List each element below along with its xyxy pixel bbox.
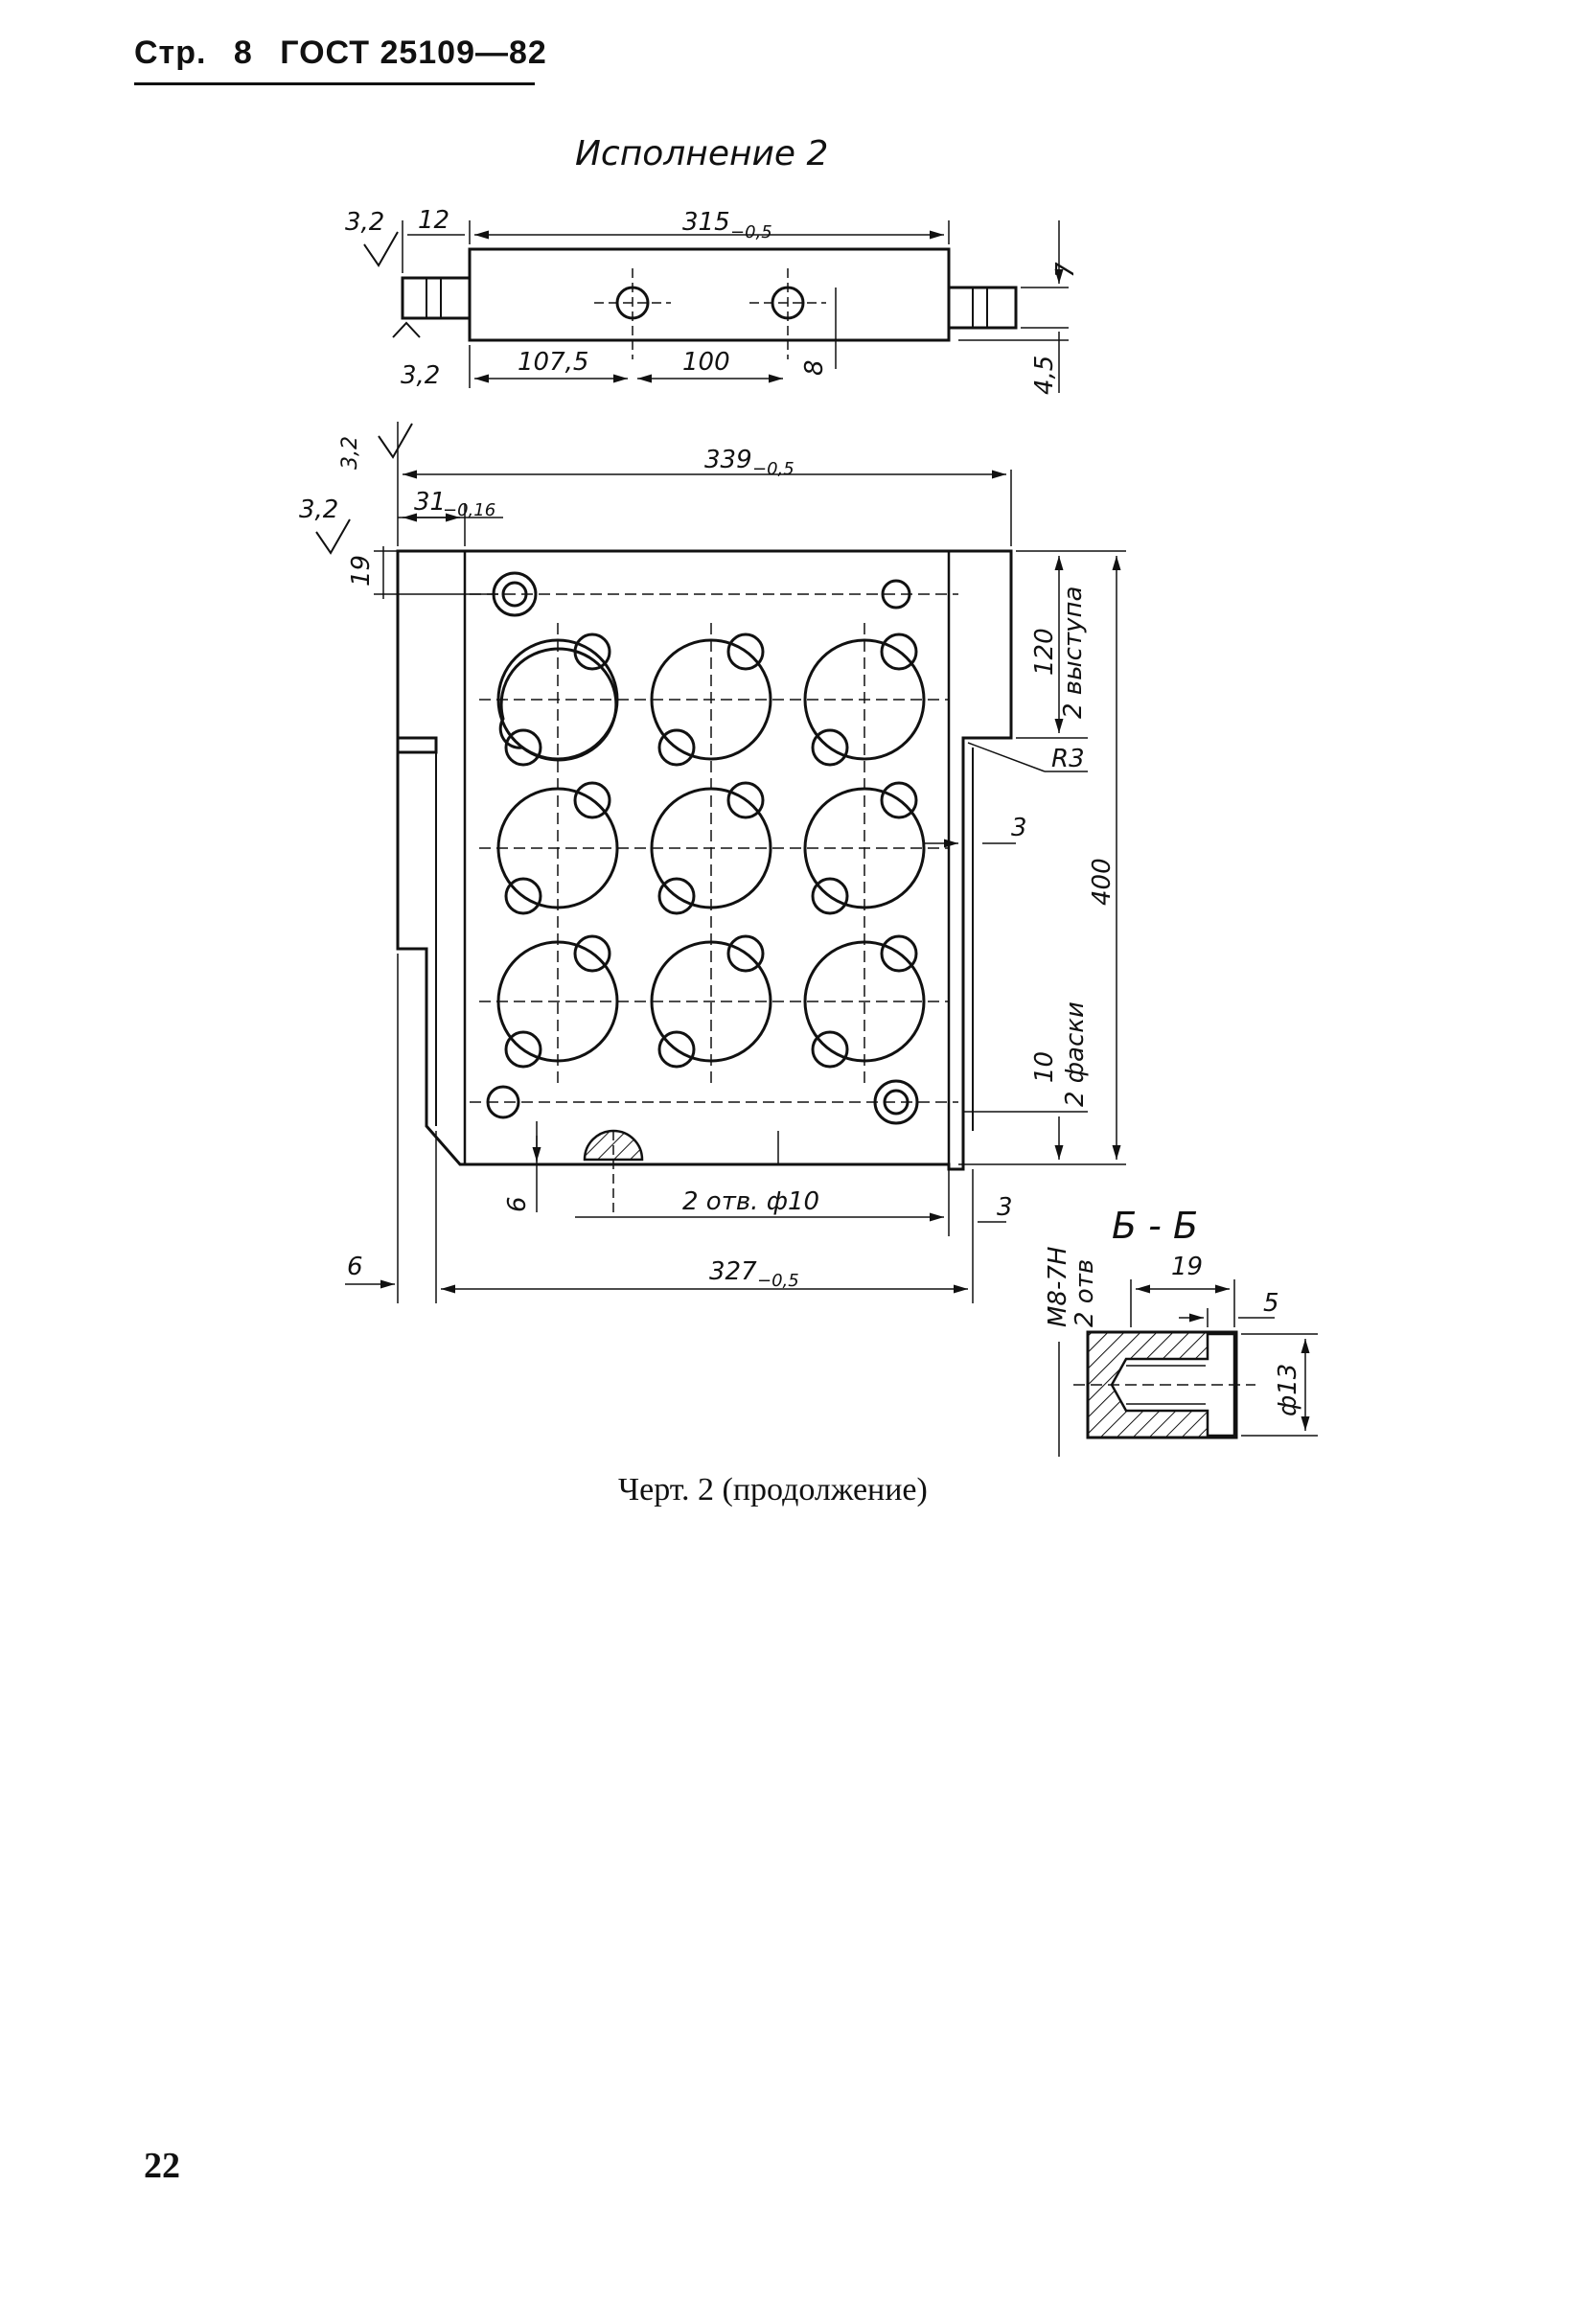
plan-dim-protrusion: 120 [1030, 628, 1059, 676]
side-dim-step: 4,5 [1030, 356, 1059, 395]
plan-dim-right-gap: 3 [997, 1193, 1013, 1222]
section-thread: M8-7H [1044, 1247, 1072, 1327]
page-number: 22 [144, 2146, 180, 2186]
side-view [363, 220, 1069, 393]
cavity-grid [496, 633, 926, 1069]
plan-view-labels: 3,2 3,2 339 −0,5 31 −0,16 19 120 2 высту… [299, 436, 1117, 1291]
plan-dim-width-inner-tol: −0,5 [757, 1271, 799, 1291]
header-prefix: Стр. [134, 35, 207, 71]
section-view [1058, 1279, 1318, 1457]
side-dim-offset: 107,5 [518, 348, 588, 377]
plan-dim-hole-offset: 19 [347, 555, 376, 587]
plan-dim-chamfer: 10 [1030, 1051, 1059, 1083]
side-dim-hole-height: 8 [800, 359, 829, 376]
side-roughness-top: 3,2 [345, 208, 384, 237]
section-labels: Б - Б M8-7H 2 отв 19 5 ф13 [1044, 1205, 1302, 1416]
side-roughness-bottom: 3,2 [401, 361, 440, 390]
plan-note-protrusion: 2 выступа [1059, 587, 1088, 719]
plan-view [315, 422, 1126, 1303]
figure-caption: Черт. 2 (продолжение) [618, 1472, 928, 1507]
section-thread-count: 2 отв [1071, 1259, 1099, 1327]
plan-roughness-left: 3,2 [299, 495, 338, 524]
section-dim-depth: 19 [1171, 1253, 1203, 1281]
side-dim-end: 12 [418, 206, 449, 235]
plan-dim-width-overall-tol: −0,5 [752, 459, 794, 479]
plan-dim-flange-tol: −0,16 [443, 500, 495, 520]
section-dim-diameter: ф13 [1274, 1364, 1302, 1416]
variant-title: Исполнение 2 [575, 134, 829, 173]
plan-dim-flange: 31 [414, 488, 446, 517]
plan-roughness-top: 3,2 [338, 436, 362, 470]
plan-note-holes: 2 отв. ф10 [682, 1187, 819, 1216]
section-dim-counterbore: 5 [1263, 1289, 1279, 1318]
side-view-labels: 3,2 3,2 12 315 −0,5 107,5 100 8 7 4,5 [345, 206, 1080, 395]
section-label: Б - Б [1112, 1205, 1198, 1247]
header-rule [134, 82, 535, 85]
side-dim-pitch: 100 [682, 348, 730, 377]
plan-dim-slot-depth: 6 [503, 1196, 532, 1212]
header-standard: ГОСТ 25109—82 [280, 35, 547, 71]
plan-dim-radius: R3 [1051, 745, 1085, 773]
plan-dim-width-overall: 339 [704, 446, 752, 474]
side-dim-length: 315 [682, 208, 730, 237]
page-header: Стр. 8 ГОСТ 25109—82 [134, 35, 564, 72]
plan-note-chamfer: 2 фаски [1061, 1001, 1090, 1107]
side-dim-length-tol: −0,5 [730, 222, 772, 242]
side-dim-thickness: 7 [1051, 262, 1080, 278]
plan-dim-left-margin: 6 [347, 1253, 363, 1281]
plan-dim-width-inner: 327 [709, 1257, 757, 1286]
plan-dim-gap: 3 [1011, 814, 1027, 842]
header-page: 8 [233, 35, 253, 71]
plan-dim-height: 400 [1088, 858, 1117, 906]
